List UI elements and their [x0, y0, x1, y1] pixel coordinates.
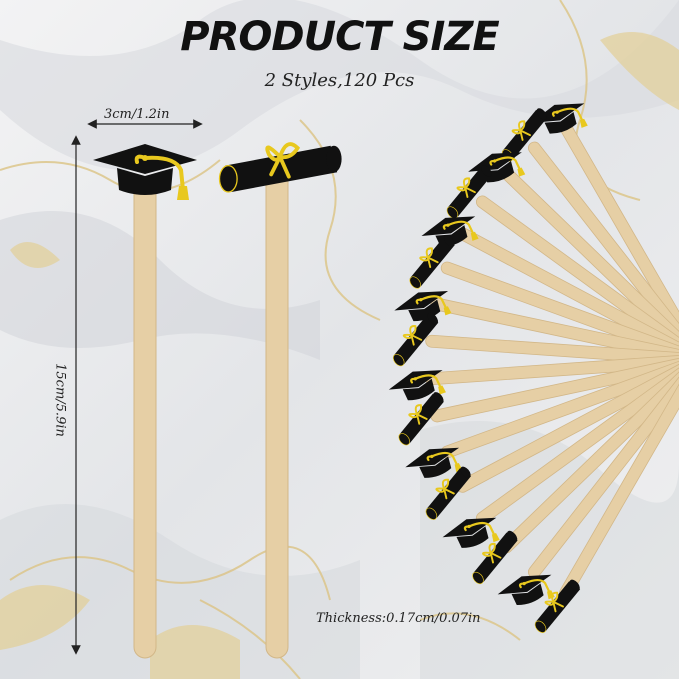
diploma-scroll-icon [399, 231, 464, 292]
fan-pick [438, 342, 679, 560]
graduation-cap-icon [91, 142, 199, 202]
fan-pick [388, 349, 679, 449]
width-label: 3cm/1.2in [104, 107, 170, 122]
fan-pick [526, 94, 679, 383]
fan-picks [383, 94, 679, 636]
fan-pick [401, 347, 679, 490]
page-subtitle: 2 Styles,120 Pcs [264, 70, 415, 91]
fan-pick [464, 142, 679, 380]
fan-pick [525, 337, 679, 636]
fan-pick [415, 344, 679, 523]
fan-pick [492, 104, 679, 382]
thickness-label: Thickness:0.17cm/0.07in [316, 611, 481, 626]
fan-pick [462, 340, 679, 587]
height-label: 15cm/5.9in [52, 363, 68, 437]
page-title: PRODUCT SIZE [180, 14, 499, 60]
fan-pick [384, 352, 679, 412]
scroll-pick [217, 142, 344, 659]
cap-pick [91, 142, 199, 659]
